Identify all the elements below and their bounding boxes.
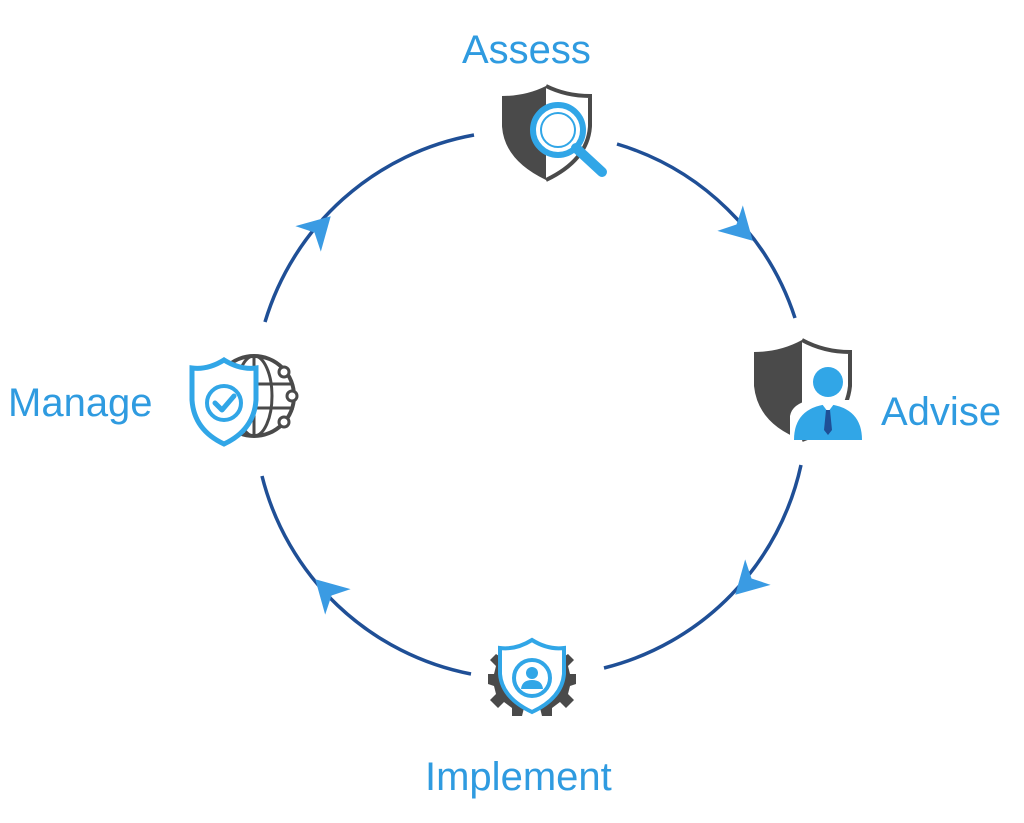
ring-segment-manage-assess — [263, 133, 475, 323]
ring-segment-advise-implement — [603, 464, 803, 670]
shield-magnifier-icon — [502, 84, 607, 182]
ring-segment-assess-advise — [616, 142, 797, 319]
stage-label-advise: Advise — [881, 390, 1002, 434]
ring-segment-implement-manage — [260, 475, 472, 676]
arrow-to-assess — [295, 216, 331, 252]
arrow-to-implement — [735, 559, 771, 595]
stage-label-implement: Implement — [425, 755, 612, 799]
arrow-to-advise — [717, 205, 753, 241]
shield-check-globe-icon — [189, 354, 299, 447]
shield-person-icon — [754, 338, 864, 442]
stage-label-manage: Manage — [8, 381, 153, 425]
stage-label-assess: Assess — [462, 28, 591, 72]
shield-gear-icon — [488, 637, 576, 716]
arrow-to-manage — [315, 579, 351, 615]
